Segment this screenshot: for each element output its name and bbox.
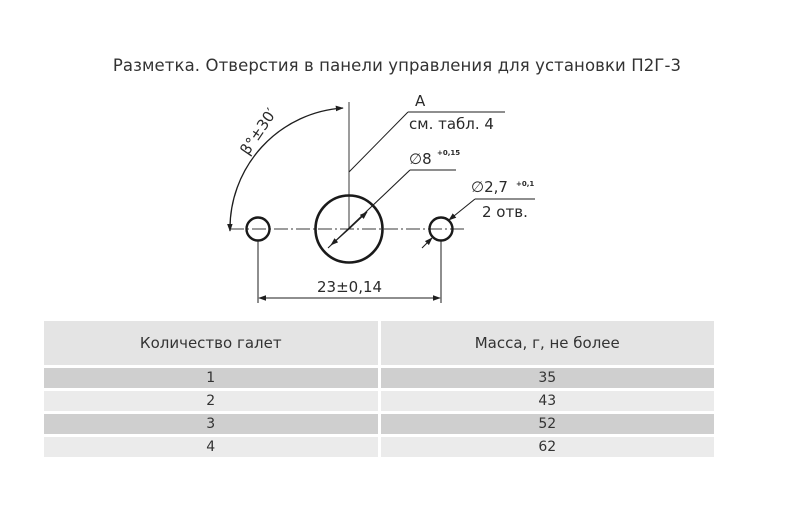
spacing-value: 23±0,14 (317, 278, 382, 296)
cell-count: 2 (44, 391, 378, 411)
side-diameter-leader (448, 198, 476, 221)
center-diameter-value: ∅8 (409, 150, 432, 168)
cell-count: 4 (44, 437, 378, 457)
cell-mass: 43 (380, 391, 714, 411)
center-diameter-arrow-upper (348, 211, 368, 230)
table-row: 1 35 (44, 368, 714, 388)
center-diameter-arrow-lower (330, 228, 350, 246)
column-header-mass: Масса, г, не более (380, 321, 714, 365)
table-reference-label: см. табл. 4 (409, 115, 494, 133)
side-diameter-arrow-out (421, 237, 433, 249)
leader-a (348, 111, 409, 173)
technical-drawing: β°±30′ А см. табл. 4 ∅8 +0,15 ∅2,7 +0,1 … (227, 92, 535, 303)
angle-arc (227, 105, 344, 232)
table-header-row: Количество галет Масса, г, не более (44, 321, 714, 365)
reference-a-label: А (415, 92, 426, 110)
page-title: Разметка. Отверстия в панели управления … (112, 56, 682, 75)
side-diameter-tolerance: +0,1 (516, 180, 534, 188)
left-hole (245, 216, 271, 242)
cell-count: 1 (44, 368, 378, 388)
center-hole (314, 194, 384, 264)
cell-count: 3 (44, 414, 378, 434)
center-diameter-tolerance: +0,15 (437, 149, 460, 157)
table-row: 3 52 (44, 414, 714, 434)
cell-mass: 62 (380, 437, 714, 457)
side-diameter-value: ∅2,7 (471, 178, 508, 196)
right-hole (428, 216, 454, 242)
mass-table: Количество галет Масса, г, не более 1 35… (41, 318, 717, 460)
cell-mass: 52 (380, 414, 714, 434)
table-row: 4 62 (44, 437, 714, 457)
table-row: 2 43 (44, 391, 714, 411)
side-hole-count: 2 отв. (482, 203, 528, 221)
cell-mass: 35 (380, 368, 714, 388)
column-header-count: Количество галет (44, 321, 378, 365)
